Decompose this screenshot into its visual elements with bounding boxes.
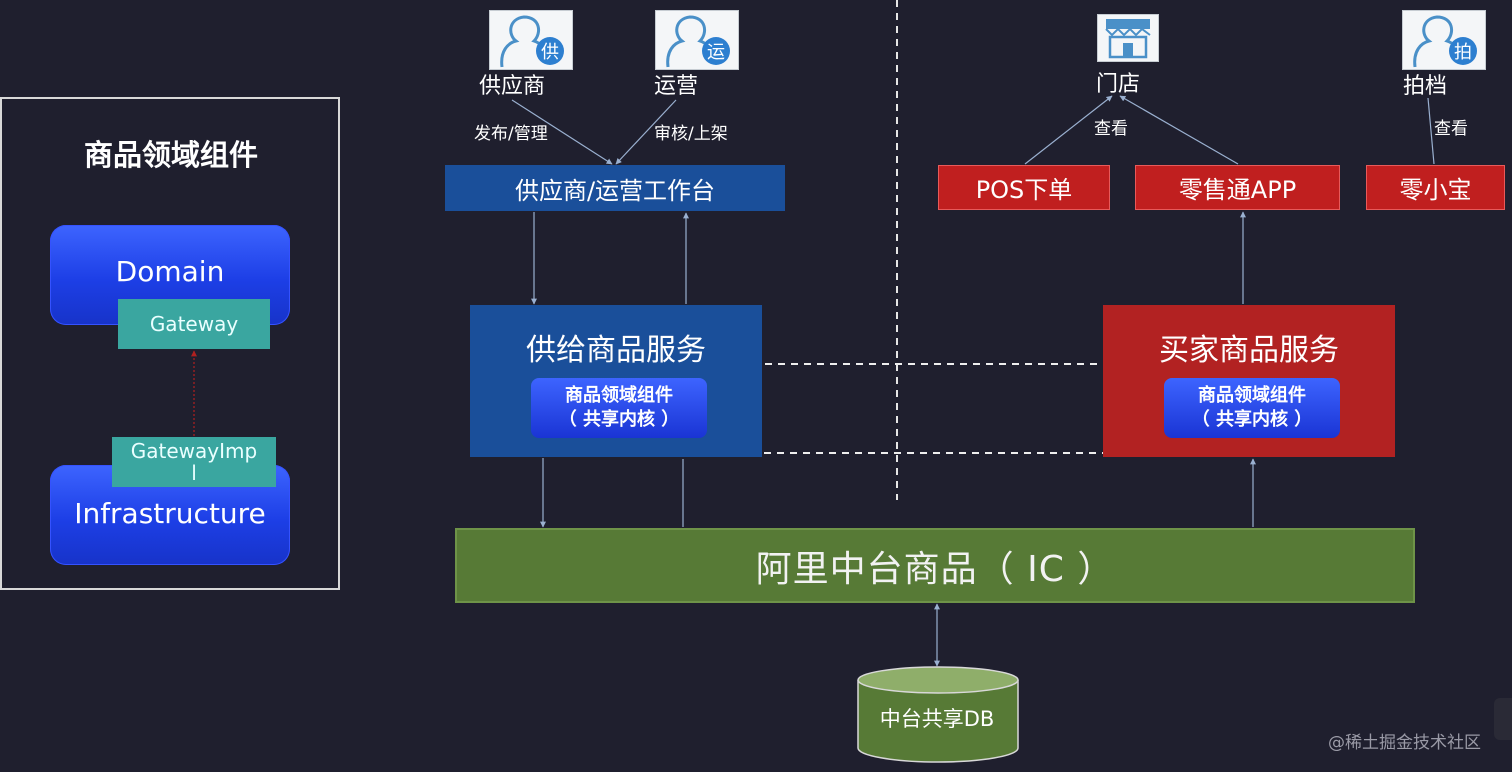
operation-action-label: 审核/上架 — [654, 124, 728, 144]
supply-service-title: 供给商品服务 — [526, 333, 706, 368]
alibaba-middle-platform-ic: 阿里中台商品（ IC ） — [455, 528, 1415, 603]
shared-kernel-boundary — [517, 363, 1355, 454]
panel-title: 商品领域组件 — [83, 138, 258, 172]
gateway-impl-box: GatewayImp l — [112, 437, 276, 487]
gateway-impl-line1: GatewayImp — [130, 439, 258, 463]
operation-glyph: 运 — [707, 42, 725, 63]
buyer-core-line1: 商品领域组件 — [1198, 385, 1306, 406]
store-icon — [1097, 14, 1159, 62]
shared-db-cylinder — [857, 666, 1019, 763]
supplier-glyph: 供 — [541, 42, 559, 63]
store-action-label: 查看 — [1094, 119, 1128, 139]
partner-person-icon: 拍 — [1402, 10, 1486, 70]
supplier-operation-workbench: 供应商/运营工作台 — [445, 165, 785, 211]
lxb-to-partner — [1427, 97, 1435, 165]
infrastructure-label: Infrastructure — [74, 497, 266, 530]
supplier-label: 供应商 — [478, 74, 545, 99]
pos-to-store — [1024, 95, 1113, 165]
retail-app-box: 零售通APP — [1135, 165, 1340, 210]
db-label: 中台共享DB — [879, 707, 995, 731]
pos-order-box: POS下单 — [938, 165, 1110, 210]
buyer-core-line2: （ 共享内核 ） — [1191, 409, 1313, 430]
store-label: 门店 — [1095, 72, 1140, 97]
partner-label: 拍档 — [1402, 74, 1447, 99]
scroll-handle[interactable] — [1494, 698, 1512, 740]
supplier-action-label: 发布/管理 — [474, 124, 548, 144]
gateway-box: Gateway — [118, 299, 270, 349]
buyer-service-title: 买家商品服务 — [1159, 333, 1339, 368]
operation-label: 运营 — [653, 74, 698, 99]
watermark: @稀土掘金技术社区 — [1328, 733, 1481, 753]
supply-core-line1: 商品领域组件 — [565, 385, 673, 406]
buyer-shared-kernel: 商品领域组件 （ 共享内核 ） — [1164, 378, 1340, 438]
partner-glyph: 拍 — [1454, 42, 1472, 63]
lingxiaobao-box: 零小宝 — [1366, 165, 1505, 210]
domain-label: Domain — [115, 255, 225, 288]
supply-shared-kernel: 商品领域组件 （ 共享内核 ） — [531, 378, 707, 438]
gateway-impl-line2: l — [191, 461, 197, 485]
partner-action-label: 查看 — [1434, 119, 1468, 139]
retail-to-store — [1119, 95, 1239, 165]
supplier-to-workbench — [511, 99, 613, 165]
supply-core-line2: （ 共享内核 ） — [558, 409, 680, 430]
operation-to-workbench — [615, 99, 677, 165]
domain-component-panel — [0, 97, 340, 590]
operation-person-icon: 运 — [655, 10, 739, 70]
supplier-person-icon: 供 — [489, 10, 573, 70]
